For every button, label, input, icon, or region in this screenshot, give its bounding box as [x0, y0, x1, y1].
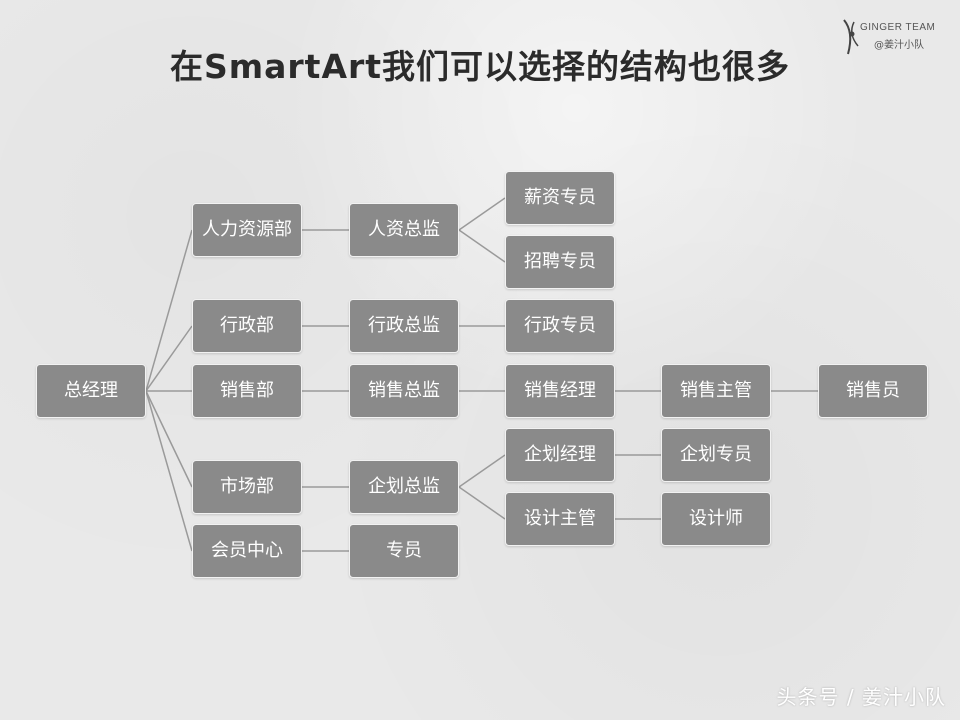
node-salary-specialist[interactable]: 薪资专员	[505, 171, 615, 225]
node-designer[interactable]: 设计师	[661, 492, 771, 546]
node-marketing-dept[interactable]: 市场部	[192, 460, 302, 514]
connector-hr_dir-salary_sp	[458, 197, 506, 231]
node-admin-specialist[interactable]: 行政专员	[505, 299, 615, 353]
logo-text: GINGER TEAM	[860, 22, 936, 33]
node-ceo[interactable]: 总经理	[36, 364, 146, 418]
node-member-center[interactable]: 会员中心	[192, 524, 302, 578]
node-sales-dept[interactable]: 销售部	[192, 364, 302, 418]
node-planning-manager[interactable]: 企划经理	[505, 428, 615, 482]
connector-hr_dir-recruit_sp	[458, 229, 506, 263]
watermark: 头条号 / 姜汁小队	[776, 685, 946, 709]
node-hr-director[interactable]: 人资总监	[349, 203, 459, 257]
ginger-logo-icon	[843, 19, 859, 55]
node-planning-director[interactable]: 企划总监	[349, 460, 459, 514]
connector-ceo-hr	[145, 229, 193, 392]
node-planning-specialist[interactable]: 企划专员	[661, 428, 771, 482]
slide-title: 在SmartArt我们可以选择的结构也很多	[169, 47, 791, 86]
node-hr-dept[interactable]: 人力资源部	[192, 203, 302, 257]
connector-plan_dir-design_sup	[458, 486, 506, 520]
node-recruiting-specialist[interactable]: 招聘专员	[505, 235, 615, 289]
node-sales-director[interactable]: 销售总监	[349, 364, 459, 418]
node-design-supervisor[interactable]: 设计主管	[505, 492, 615, 546]
connector-ceo-member	[145, 390, 193, 552]
node-sales-manager[interactable]: 销售经理	[505, 364, 615, 418]
connector-ceo-market	[145, 390, 193, 488]
ginger-team-logo: GINGER TEAM @姜汁小队	[840, 16, 950, 56]
node-admin-director[interactable]: 行政总监	[349, 299, 459, 353]
node-admin-dept[interactable]: 行政部	[192, 299, 302, 353]
node-sales-supervisor[interactable]: 销售主管	[661, 364, 771, 418]
logo-subtitle: @姜汁小队	[874, 40, 924, 51]
node-member-specialist[interactable]: 专员	[349, 524, 459, 578]
node-salesperson[interactable]: 销售员	[818, 364, 928, 418]
connector-plan_dir-plan_mgr	[458, 454, 506, 488]
connector-ceo-admin	[145, 325, 193, 392]
